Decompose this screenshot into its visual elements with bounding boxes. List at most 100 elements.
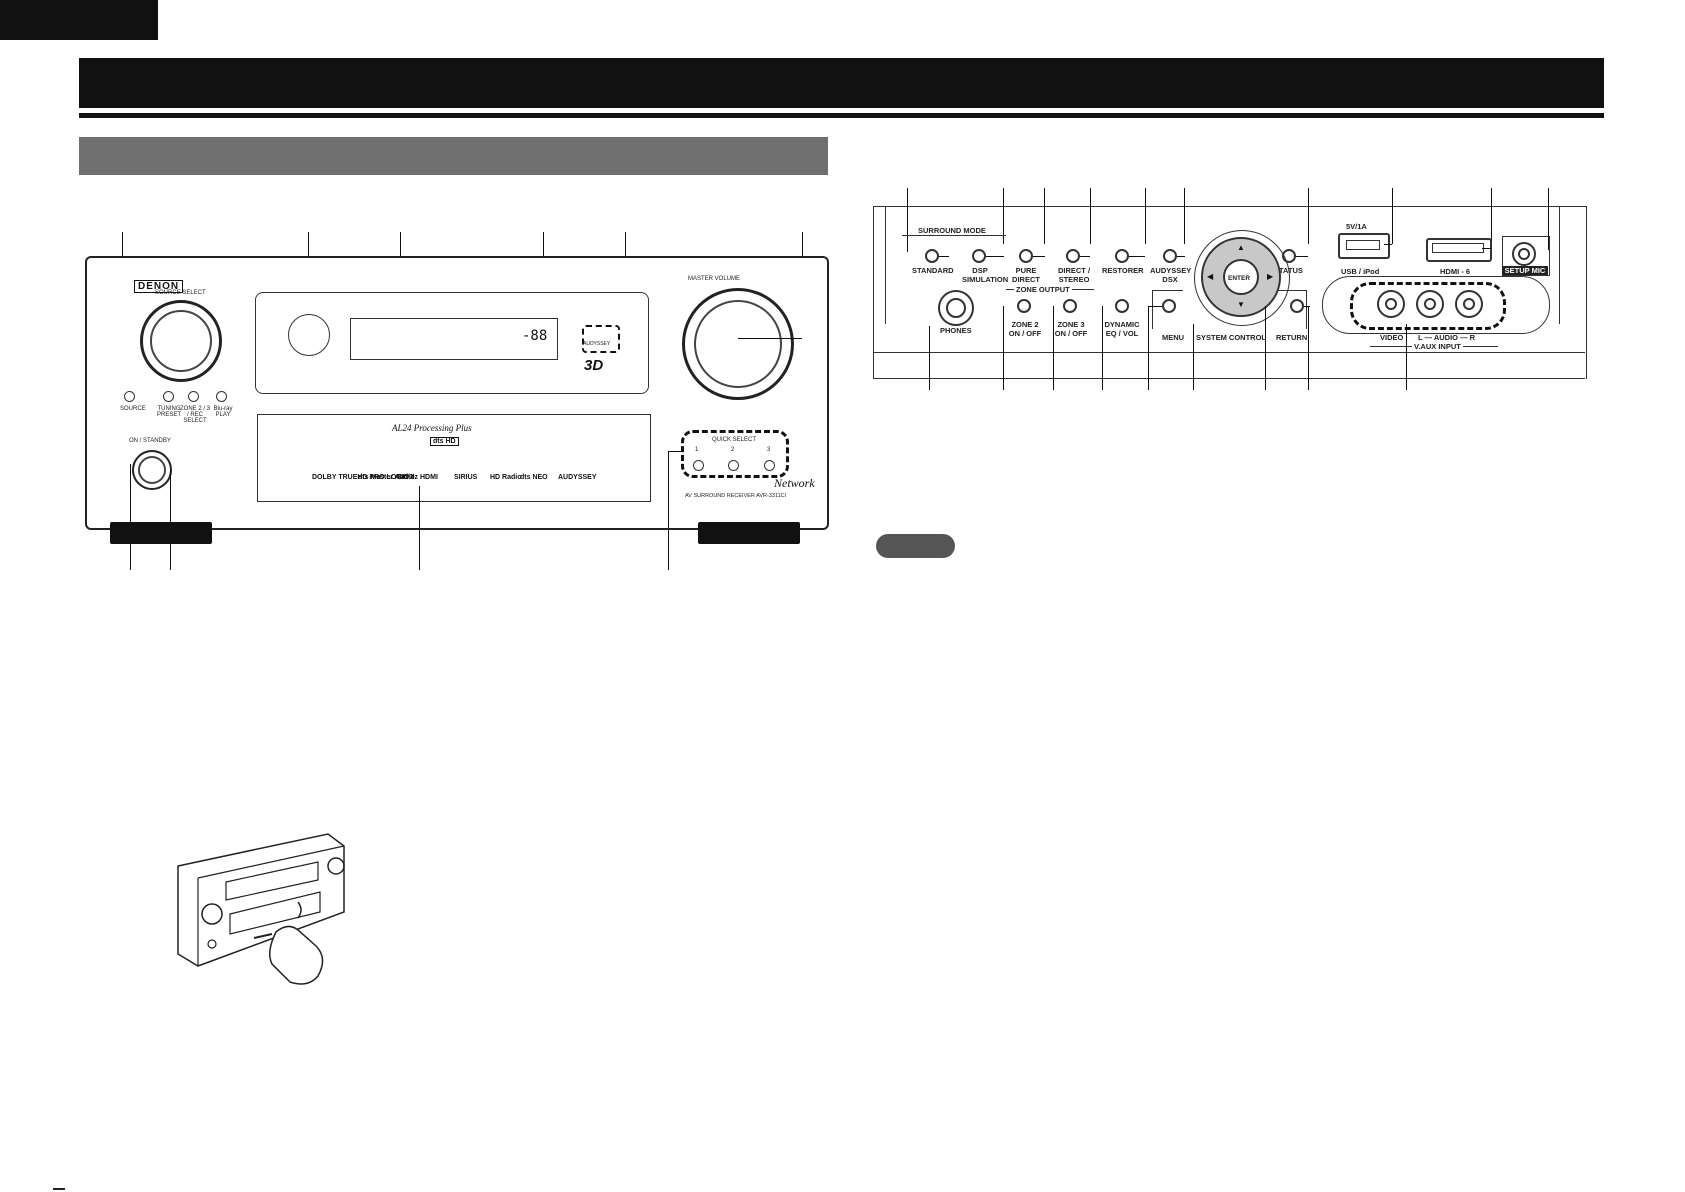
display-readout: -88 xyxy=(522,328,548,344)
callout-tick xyxy=(1033,256,1045,258)
source-select-knob[interactable] xyxy=(140,300,222,382)
direct-stereo-label: DIRECT / STEREO xyxy=(1057,266,1091,284)
callout-tick xyxy=(1482,248,1492,250)
master-volume-knob[interactable] xyxy=(682,288,794,400)
pure-direct-button[interactable] xyxy=(1019,249,1033,263)
setup-mic-jack-inner xyxy=(1518,248,1530,260)
zone-rec-select-label: ZONE 2 / 3 / REC SELECT xyxy=(180,406,211,424)
vaux-highlight xyxy=(1350,282,1506,330)
callout-line xyxy=(1193,324,1195,390)
callout-tick xyxy=(1129,256,1145,258)
quick-select-1-button[interactable] xyxy=(693,460,704,471)
dsp-simulation-button[interactable] xyxy=(972,249,986,263)
setup-mic-frame xyxy=(1502,236,1550,276)
standard-label: STANDARD xyxy=(912,266,954,275)
restorer-button[interactable] xyxy=(1115,249,1129,263)
callout-line xyxy=(1003,306,1005,390)
enter-button[interactable] xyxy=(1223,259,1259,295)
page-corner-tab xyxy=(0,0,158,40)
return-button[interactable] xyxy=(1290,299,1304,313)
system-control-label: SYSTEM CONTROL xyxy=(1196,333,1267,342)
menu-button[interactable] xyxy=(1162,299,1176,313)
callout-line xyxy=(1491,188,1493,244)
return-bracket xyxy=(1276,290,1307,329)
cursor-up-icon[interactable]: ▲ xyxy=(1237,243,1245,252)
strip-base-line xyxy=(873,378,1585,379)
callout-tick xyxy=(1384,244,1392,246)
processing-text: AL24 Processing Plus xyxy=(392,423,472,433)
quick-select-group xyxy=(681,430,789,478)
callout-line xyxy=(419,486,421,570)
cursor-pad-ring xyxy=(1194,230,1290,326)
logo-hd-radio: HD Radio xyxy=(490,474,522,481)
cursor-left-icon[interactable]: ◀ xyxy=(1207,272,1214,281)
callout-tick xyxy=(939,256,949,258)
brand-logo: DENON xyxy=(134,280,184,293)
tuning-preset-label: TUNING PRESET xyxy=(156,406,181,418)
zone-2-button[interactable] xyxy=(1017,299,1031,313)
usb-port-inner xyxy=(1346,240,1380,250)
callout-line xyxy=(1053,306,1055,390)
audio-left-jack[interactable] xyxy=(1416,290,1444,318)
note-badge xyxy=(876,534,955,558)
callout-line xyxy=(1308,188,1310,244)
standard-button[interactable] xyxy=(925,249,939,263)
receiver-foot-left xyxy=(110,522,212,544)
surround-mode-header: SURROUND MODE xyxy=(916,226,988,235)
logo-dts-neo: dts NEO xyxy=(520,474,548,481)
callout-line xyxy=(929,326,931,390)
audio-left-jack-inner xyxy=(1424,298,1436,310)
remote-sensor xyxy=(288,314,330,356)
zone-rec-select-button[interactable] xyxy=(188,391,199,402)
quick-select-3-button[interactable] xyxy=(764,460,775,471)
callout-line xyxy=(907,188,909,252)
dts-hd-badge: dts HD xyxy=(430,437,459,446)
logo-hdmi: HDMI xyxy=(420,474,438,481)
cursor-right-icon[interactable]: ▶ xyxy=(1267,272,1274,281)
callout-line xyxy=(1548,188,1550,250)
quick-select-number-3: 3 xyxy=(767,447,771,453)
zone-3-button[interactable] xyxy=(1063,299,1077,313)
callout-line xyxy=(1265,306,1267,390)
direct-stereo-button[interactable] xyxy=(1066,249,1080,263)
door-open-illustration xyxy=(177,833,345,985)
fl-display xyxy=(350,318,558,360)
usb-port[interactable] xyxy=(1338,233,1390,259)
surround-mode-rule xyxy=(902,235,1006,236)
strip-right-rail xyxy=(1559,206,1572,324)
callout-line xyxy=(1406,324,1408,390)
zone-output-header: ZONE OUTPUT xyxy=(1014,285,1072,294)
callout-tick xyxy=(1304,306,1310,308)
callout-line xyxy=(1392,188,1394,244)
tuning-preset-button[interactable] xyxy=(163,391,174,402)
usb-power-label: 5V/1A xyxy=(1346,222,1367,231)
audyssey-dsx-label: AUDYSSEY DSX xyxy=(1150,266,1192,284)
logo-audyssey: AUDYSSEY xyxy=(558,474,597,481)
audyssey-dsx-button[interactable] xyxy=(1163,249,1177,263)
callout-tick xyxy=(1148,306,1162,308)
video-jack[interactable] xyxy=(1377,290,1405,318)
vaux-panel xyxy=(1322,276,1550,334)
quick-select-label: QUICK SELECT xyxy=(712,437,757,443)
network-text: Network xyxy=(774,476,815,490)
menu-label: MENU xyxy=(1162,333,1185,342)
callout-line xyxy=(1044,188,1046,244)
source-select-label: SOURCE SELECT xyxy=(155,290,206,296)
return-label: RETURN xyxy=(1276,333,1308,342)
setup-mic-label: SETUP MIC xyxy=(1502,266,1548,275)
zone-2-label: ZONE 2 ON / OFF xyxy=(1008,320,1042,338)
quick-select-number-2: 2 xyxy=(731,447,735,453)
cursor-down-icon[interactable]: ▼ xyxy=(1237,300,1245,309)
hdmi-label: HDMI - 6 xyxy=(1440,267,1470,276)
callout-line xyxy=(668,451,682,453)
dsp-simulation-label: DSP SIMULATION xyxy=(962,266,1009,284)
quick-select-2-button[interactable] xyxy=(728,460,739,471)
front-door[interactable] xyxy=(257,414,651,502)
video-label: VIDEO xyxy=(1380,333,1404,342)
audyssey-indicator-label: AUDYSSEY xyxy=(583,341,611,347)
bluray-play-button[interactable] xyxy=(216,391,227,402)
dynamic-eq-button[interactable] xyxy=(1115,299,1129,313)
hdmi-port[interactable] xyxy=(1426,238,1492,262)
source-button[interactable] xyxy=(124,391,135,402)
pure-direct-label: PURE DIRECT xyxy=(1012,266,1040,284)
